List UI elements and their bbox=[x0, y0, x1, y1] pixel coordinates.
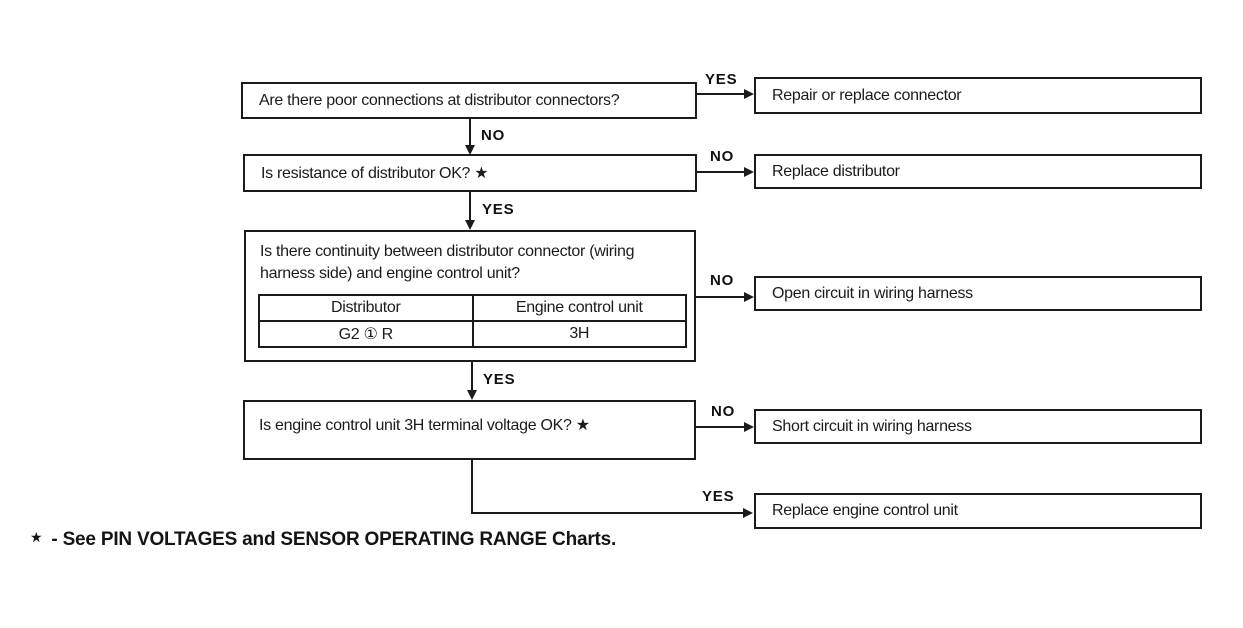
table-header-distributor: Distributor bbox=[258, 294, 474, 322]
result-text: Open circuit in wiring harness bbox=[772, 284, 973, 302]
connector-line bbox=[471, 512, 746, 514]
question-text: Is engine control unit 3H terminal volta… bbox=[259, 417, 590, 434]
arrow-right-icon bbox=[743, 508, 753, 518]
question-box-continuity: Is there continuity between distributor … bbox=[244, 230, 696, 362]
table-header-row: Distributor Engine control unit bbox=[258, 294, 687, 322]
question-box-terminal-voltage: Is engine control unit 3H terminal volta… bbox=[243, 400, 696, 460]
branch-label-yes: YES bbox=[705, 71, 738, 88]
result-box-repair-connector: Repair or replace connector bbox=[754, 77, 1202, 114]
table-cell-distributor-terminal: G2 ① R bbox=[258, 320, 474, 348]
branch-label-yes: YES bbox=[702, 488, 735, 505]
result-box-replace-ecu: Replace engine control unit bbox=[754, 493, 1202, 529]
branch-label-yes: YES bbox=[482, 201, 515, 218]
continuity-table: Distributor Engine control unit G2 ① R 3… bbox=[258, 294, 687, 348]
asterisk-star-icon: ★ bbox=[30, 529, 43, 545]
connector-line bbox=[471, 362, 473, 392]
branch-label-no: NO bbox=[710, 272, 735, 289]
result-text: Replace engine control unit bbox=[772, 502, 958, 519]
result-box-open-circuit: Open circuit in wiring harness bbox=[754, 276, 1202, 311]
connector-line bbox=[697, 93, 747, 95]
connector-line bbox=[469, 119, 471, 147]
branch-label-no: NO bbox=[711, 403, 736, 420]
question-text: Is there continuity between distributor … bbox=[260, 243, 635, 282]
question-text: Is resistance of distributor OK? ★ bbox=[261, 165, 489, 182]
result-text: Repair or replace connector bbox=[772, 86, 962, 104]
footnote: ★ - See PIN VOLTAGES and SENSOR OPERATIN… bbox=[30, 529, 616, 551]
result-box-short-circuit: Short circuit in wiring harness bbox=[754, 409, 1202, 444]
branch-label-no: NO bbox=[481, 127, 506, 144]
result-box-replace-distributor: Replace distributor bbox=[754, 154, 1202, 189]
arrow-right-icon bbox=[744, 89, 754, 99]
branch-label-yes: YES bbox=[483, 371, 516, 388]
question-box-poor-connections: Are there poor connections at distributo… bbox=[241, 82, 697, 119]
arrow-down-icon bbox=[467, 390, 477, 400]
arrow-right-icon bbox=[744, 167, 754, 177]
connector-line bbox=[469, 192, 471, 222]
arrow-down-icon bbox=[465, 220, 475, 230]
connector-line bbox=[696, 426, 747, 428]
table-cell-ecu-terminal: 3H bbox=[471, 320, 687, 348]
result-text: Replace distributor bbox=[772, 162, 900, 180]
connector-line bbox=[471, 460, 473, 514]
arrow-right-icon bbox=[744, 292, 754, 302]
footnote-text: - See PIN VOLTAGES and SENSOR OPERATING … bbox=[51, 529, 617, 550]
branch-label-no: NO bbox=[710, 148, 735, 165]
result-text: Short circuit in wiring harness bbox=[772, 417, 972, 435]
question-box-distributor-resistance: Is resistance of distributor OK? ★ bbox=[243, 154, 697, 192]
arrow-down-icon bbox=[465, 145, 475, 155]
arrow-right-icon bbox=[744, 422, 754, 432]
table-row: G2 ① R 3H bbox=[258, 320, 687, 348]
table-header-ecu: Engine control unit bbox=[471, 294, 687, 322]
connector-line bbox=[696, 296, 747, 298]
connector-line bbox=[697, 171, 747, 173]
question-text: Are there poor connections at distributo… bbox=[259, 91, 620, 109]
